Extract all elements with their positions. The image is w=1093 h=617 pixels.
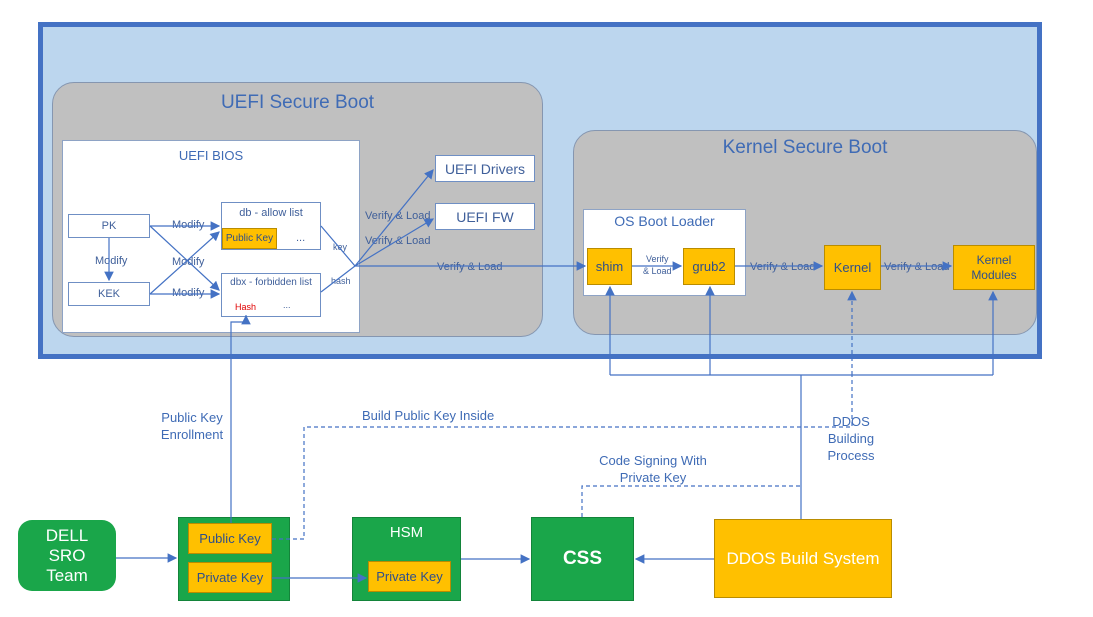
hash-label: hash <box>331 276 351 286</box>
dbx-title: dbx - forbidden list <box>230 277 312 288</box>
verify-load-drivers: Verify & Load <box>365 235 431 247</box>
hsm-title: HSM <box>389 524 424 541</box>
dbx-hash: Hash <box>235 302 257 312</box>
uefi-bios-title: UEFI BIOS <box>178 148 244 163</box>
shim-box: shim <box>587 248 632 285</box>
ddos-build-system-box: DDOS Build System <box>714 519 892 598</box>
kernel-modules-box: Kernel Modules <box>953 245 1035 290</box>
dbx-forbidden-list: dbx - forbidden list <box>221 273 321 317</box>
db-more: ... <box>296 232 306 244</box>
css-box: CSS <box>531 517 634 601</box>
public-key-box: Public Key <box>188 523 272 554</box>
db-public-key: Public Key <box>222 228 277 249</box>
verify-load-kernel-modules: Verify & Load <box>884 261 950 273</box>
modify-label-kek-dbx: Modify <box>171 287 206 299</box>
verify-load-shim-grub-1: Verify <box>646 254 669 264</box>
uefi-fw-box: UEFI FW <box>435 203 535 230</box>
public-key-enrollment-label: Public Key Enrollment <box>160 410 224 442</box>
os-boot-loader-title: OS Boot Loader <box>614 213 715 229</box>
verify-load-fw: Verify & Load <box>365 210 431 222</box>
db-title: db - allow list <box>239 207 303 219</box>
kernel-secure-boot-title: Kernel Secure Boot <box>722 137 888 158</box>
verify-load-shim: Verify & Load <box>437 261 503 273</box>
key-label: key <box>333 242 348 252</box>
verify-load-shim-grub-2: & Load <box>643 266 672 276</box>
uefi-drivers-box: UEFI Drivers <box>435 155 535 182</box>
private-key-box: Private Key <box>188 562 272 593</box>
dell-sro-team-box: DELL SRO Team <box>18 520 116 591</box>
hsm-private-key-box: Private Key <box>368 561 451 592</box>
modify-label-pk-db: Modify <box>171 219 206 231</box>
modify-label-pk-kek: Modify <box>94 255 129 267</box>
dbx-more: ... <box>283 300 291 310</box>
uefi-secure-boot-title: UEFI Secure Boot <box>220 92 375 113</box>
kernel-box: Kernel <box>824 245 881 290</box>
build-public-key-inside-label: Build Public Key Inside <box>362 408 495 423</box>
ddos-building-process-label: DDOS Building Process <box>827 414 875 463</box>
code-signing-label: Code Signing With Private Key <box>599 453 707 485</box>
kek-box: KEK <box>68 282 150 306</box>
pk-box: PK <box>68 214 150 238</box>
grub2-box: grub2 <box>683 248 735 285</box>
verify-load-grub-kernel: Verify & Load <box>750 261 816 273</box>
